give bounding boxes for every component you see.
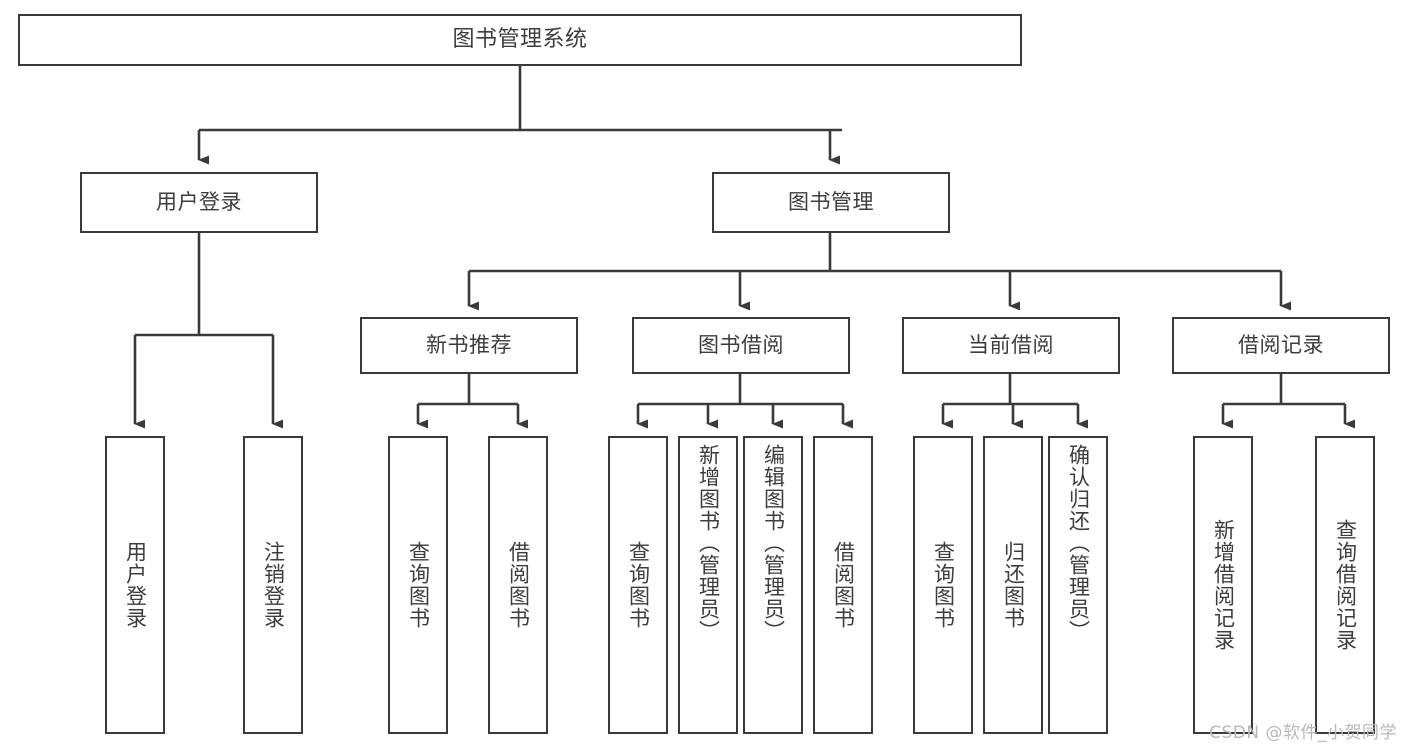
leaf-book-borrow-borrow-book[interactable]: 借阅图书 bbox=[813, 436, 873, 734]
node-label: 查询图书 bbox=[406, 541, 431, 629]
leaf-book-borrow-query-book[interactable]: 查询图书 bbox=[608, 436, 668, 734]
node-label: 查询借阅记录 bbox=[1333, 519, 1358, 651]
node-current-borrow[interactable]: 当前借阅 bbox=[902, 317, 1120, 374]
leaf-new-book-borrow-book[interactable]: 借阅图书 bbox=[488, 436, 548, 734]
node-label: 借阅记录 bbox=[1238, 333, 1324, 358]
node-label: 编辑图书（管理员） bbox=[761, 444, 786, 642]
node-user-login[interactable]: 用户登录 bbox=[80, 172, 318, 233]
node-label: 注销登录 bbox=[261, 541, 286, 629]
node-borrow-record[interactable]: 借阅记录 bbox=[1172, 317, 1390, 374]
node-book-borrow[interactable]: 图书借阅 bbox=[632, 317, 850, 374]
leaf-current-borrow-return-book[interactable]: 归还图书 bbox=[983, 436, 1043, 734]
node-book-management[interactable]: 图书管理 bbox=[712, 172, 950, 233]
node-label: 查询图书 bbox=[931, 541, 956, 629]
node-new-book-recommend[interactable]: 新书推荐 bbox=[360, 317, 578, 374]
leaf-book-borrow-add-book-admin[interactable]: 新增图书（管理员） bbox=[678, 436, 738, 734]
node-label: 图书管理系统 bbox=[452, 27, 588, 53]
node-label: 图书借阅 bbox=[698, 333, 784, 358]
leaf-user-login-logout[interactable]: 注销登录 bbox=[243, 436, 303, 734]
node-label: 新增图书（管理员） bbox=[696, 444, 721, 642]
node-label: 用户登录 bbox=[123, 541, 148, 629]
node-label: 新书推荐 bbox=[426, 333, 512, 358]
leaf-borrow-record-query-record[interactable]: 查询借阅记录 bbox=[1315, 436, 1375, 734]
node-label: 新增借阅记录 bbox=[1211, 519, 1236, 651]
leaf-user-login-login[interactable]: 用户登录 bbox=[105, 436, 165, 734]
node-label: 归还图书 bbox=[1001, 541, 1026, 629]
node-label: 借阅图书 bbox=[831, 541, 856, 629]
node-label: 当前借阅 bbox=[968, 333, 1054, 358]
leaf-current-borrow-query-book[interactable]: 查询图书 bbox=[913, 436, 973, 734]
csdn-watermark: CSDN @软件_小贺同学 bbox=[1209, 723, 1397, 743]
node-label: 用户登录 bbox=[156, 190, 242, 215]
leaf-new-book-query-book[interactable]: 查询图书 bbox=[388, 436, 448, 734]
node-label: 图书管理 bbox=[788, 190, 874, 215]
node-root-library-system[interactable]: 图书管理系统 bbox=[18, 14, 1022, 66]
node-label: 查询图书 bbox=[626, 541, 651, 629]
node-label: 借阅图书 bbox=[506, 541, 531, 629]
leaf-current-borrow-confirm-return-admin[interactable]: 确认归还（管理员） bbox=[1048, 436, 1108, 734]
node-label: 确认归还（管理员） bbox=[1066, 444, 1091, 642]
leaf-borrow-record-add-record[interactable]: 新增借阅记录 bbox=[1193, 436, 1253, 734]
leaf-book-borrow-edit-book-admin[interactable]: 编辑图书（管理员） bbox=[743, 436, 803, 734]
